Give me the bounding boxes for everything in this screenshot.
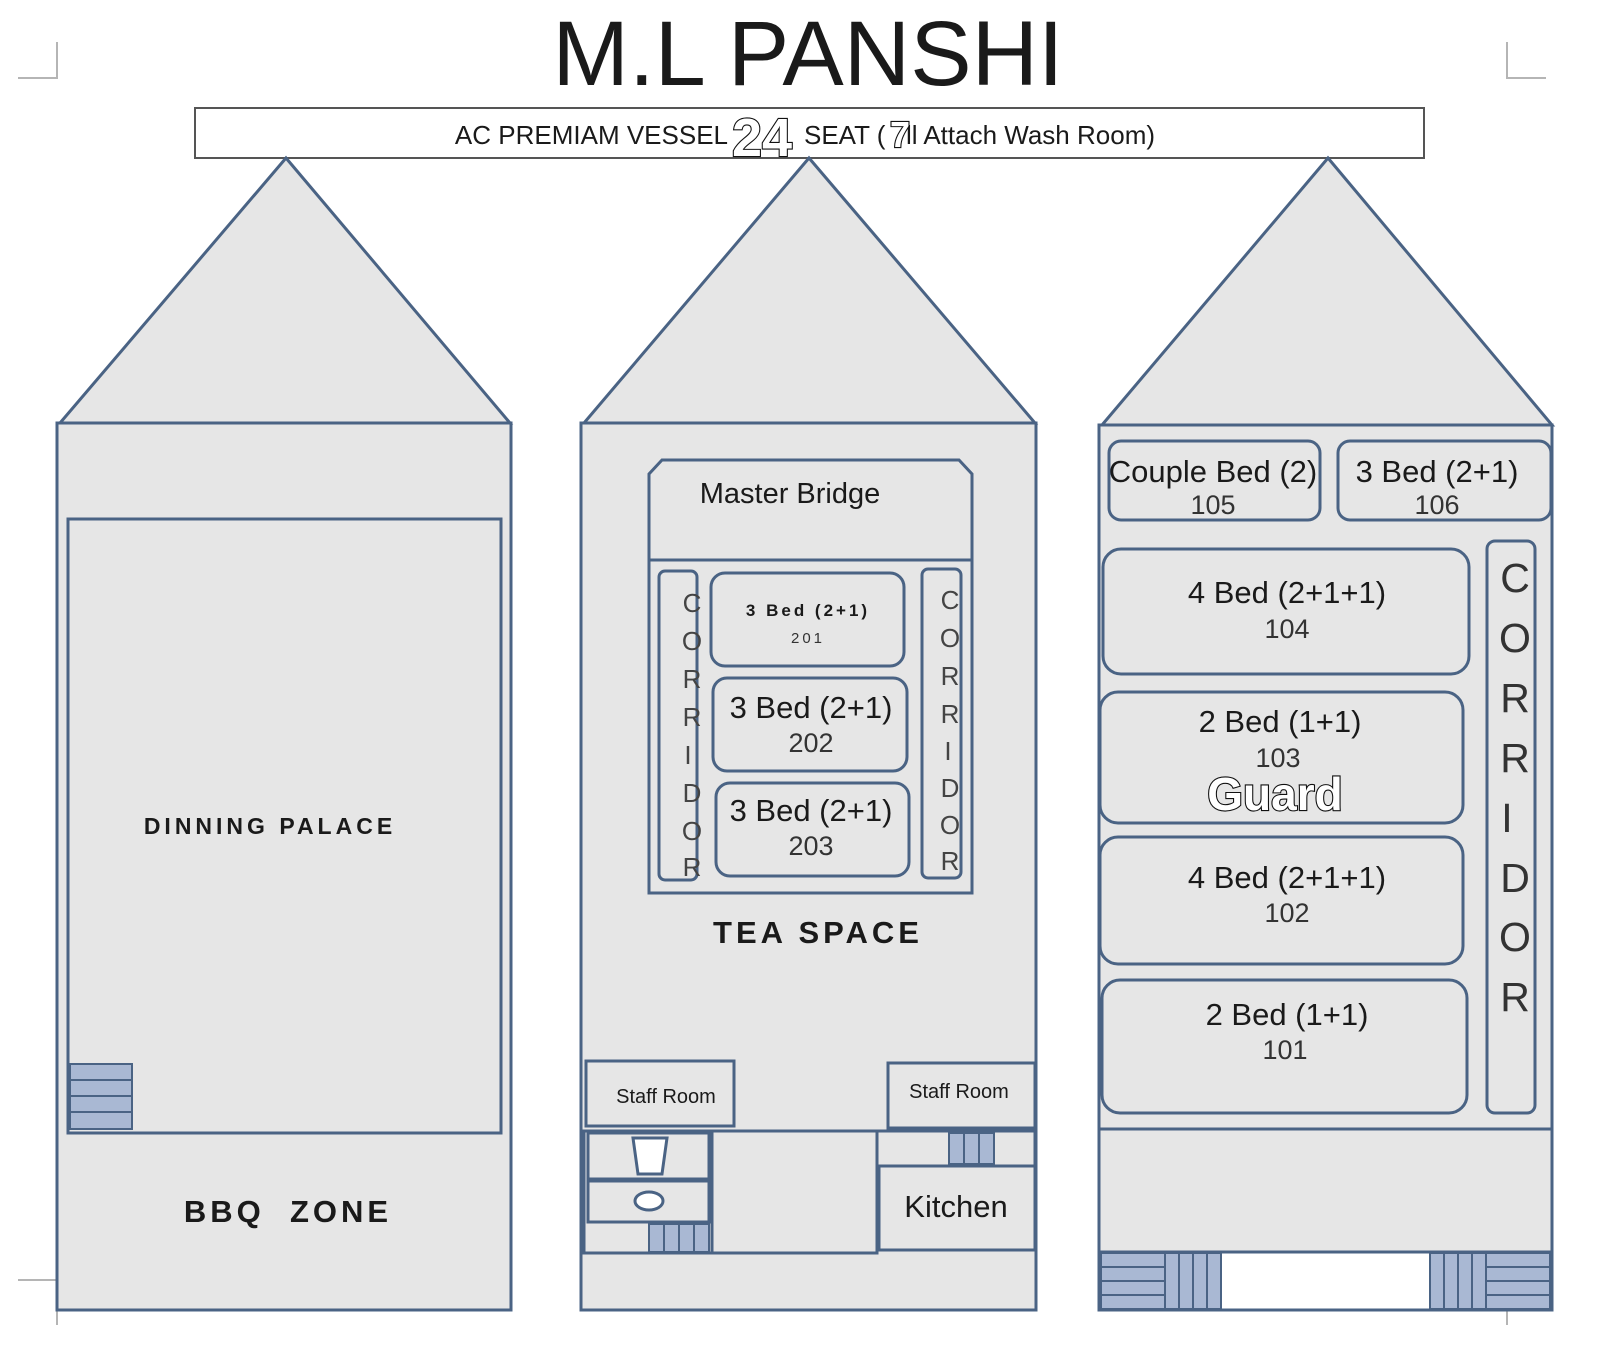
staff-room-left <box>584 1059 736 1128</box>
corridor-letter: C <box>1500 555 1530 601</box>
room-105-number: 105 <box>1190 490 1235 520</box>
bbq-label: BBQ ZONE <box>184 1194 392 1229</box>
guard-label: Guard <box>1207 768 1342 820</box>
corridor-letter: R <box>683 664 702 694</box>
master-bridge <box>647 458 974 562</box>
corridor-middle-right-letters: C O R R I D O R <box>940 585 960 876</box>
corridor-letter: R <box>1500 735 1530 781</box>
master-bridge-label: Master Bridge <box>700 478 881 510</box>
deck-right: Couple Bed (2) 105 3 Bed (2+1) 106 C O R… <box>1097 155 1556 1312</box>
room-201 <box>709 571 906 668</box>
room-102-number: 102 <box>1264 898 1309 928</box>
corridor-letter: I <box>684 740 691 770</box>
room-106 <box>1336 439 1553 522</box>
corridor-letter: O <box>682 816 702 846</box>
page-title: M.L PANSHI <box>552 3 1063 105</box>
staff-room-left-label: Staff Room <box>616 1086 716 1108</box>
staff-room-right <box>886 1061 1037 1130</box>
room-104-number: 104 <box>1264 614 1309 644</box>
stairs-middle-left <box>648 1223 710 1253</box>
room-202-type: 3 Bed (2+1) <box>730 690 893 725</box>
room-101-type: 2 Bed (1+1) <box>1206 997 1369 1032</box>
corridor-letter: C <box>941 585 960 615</box>
deck-middle-bow <box>580 155 1039 425</box>
room-203 <box>714 781 911 878</box>
corridor-letter: O <box>682 626 702 656</box>
corridor-middle-left <box>657 569 699 882</box>
room-106-type: 3 Bed (2+1) <box>1356 454 1519 489</box>
banner-overlay-7: 7 <box>890 114 910 155</box>
corridor-letter: O <box>940 810 960 840</box>
room-101-number: 101 <box>1262 1035 1307 1065</box>
stairs-right-bottom-left <box>1100 1252 1222 1310</box>
room-105-type: Couple Bed (2) <box>1109 454 1318 489</box>
room-201-type: 3 Bed (2+1) <box>746 601 870 620</box>
room-202-number: 202 <box>788 728 833 758</box>
corridor-letter: I <box>944 736 951 766</box>
cabin-block-frame <box>647 558 974 895</box>
corridor-letter: R <box>941 846 960 876</box>
corridor-letter: I <box>1501 795 1512 841</box>
staff-room-right-label: Staff Room <box>909 1081 1009 1103</box>
room-103 <box>1098 690 1465 825</box>
corridor-right-letters: C O R R I D O R <box>1499 555 1531 1020</box>
stairs-middle-right <box>948 1132 995 1165</box>
corridor-letter: D <box>683 778 702 808</box>
room-104-type: 4 Bed (2+1+1) <box>1188 575 1386 610</box>
stairs-left <box>69 1063 133 1130</box>
deck-right-bow <box>1098 155 1556 427</box>
banner-text-left: AC PREMIAM VESSEL <box>455 120 728 150</box>
room-102-type: 4 Bed (2+1+1) <box>1188 860 1386 895</box>
dining-area <box>66 517 503 1135</box>
middle-open-area <box>710 1129 879 1255</box>
corridor-letter: R <box>941 699 960 729</box>
toilet-icon <box>631 1136 669 1176</box>
corridor-letter: O <box>940 623 960 653</box>
room-101 <box>1100 978 1469 1115</box>
corridor-letter: R <box>1500 974 1530 1020</box>
deck-left: DINNING PALACE BBQ ZONE <box>55 155 514 1312</box>
room-103-type: 2 Bed (1+1) <box>1199 704 1362 739</box>
corridor-letter: D <box>941 773 960 803</box>
corridor-right <box>1485 539 1537 1115</box>
room-106-number: 106 <box>1414 490 1459 520</box>
corridor-letter: C <box>683 588 702 618</box>
corridor-letter: R <box>683 852 702 882</box>
room-103-number: 103 <box>1255 743 1300 773</box>
kitchen-label: Kitchen <box>904 1189 1007 1224</box>
corridor-letter: D <box>1500 855 1530 901</box>
washroom-1 <box>586 1131 711 1181</box>
room-203-type: 3 Bed (2+1) <box>730 793 893 828</box>
room-202 <box>711 676 909 773</box>
room-201-number: 201 <box>791 630 825 647</box>
washroom-2 <box>586 1179 711 1224</box>
deck-left-bow <box>56 155 514 425</box>
banner-text-seat: SEAT ( <box>804 120 886 150</box>
tea-space-label: TEA SPACE <box>713 915 923 950</box>
room-105 <box>1107 439 1322 522</box>
stairs-right-bottom-right <box>1429 1252 1551 1310</box>
deck-middle: Master Bridge C O R R I D O R C O R R I … <box>579 155 1039 1312</box>
corridor-letter: O <box>1499 914 1531 960</box>
room-102 <box>1098 835 1465 966</box>
banner-overlay-24: 24 <box>732 108 792 168</box>
corridor-letter: R <box>683 702 702 732</box>
corridor-letter: O <box>1499 615 1531 661</box>
corridor-middle-left-letters: C O R R I D O R <box>682 588 702 882</box>
kitchen <box>877 1164 1037 1252</box>
corridor-middle-right <box>920 567 963 880</box>
dining-label: DINNING PALACE <box>144 813 396 839</box>
corridor-letter: R <box>1500 675 1530 721</box>
banner-text-right: ll Attach Wash Room) <box>906 120 1155 150</box>
corridor-letter: R <box>941 661 960 691</box>
room-203-number: 203 <box>788 831 833 861</box>
room-104 <box>1101 547 1471 676</box>
basin-icon <box>633 1190 665 1212</box>
